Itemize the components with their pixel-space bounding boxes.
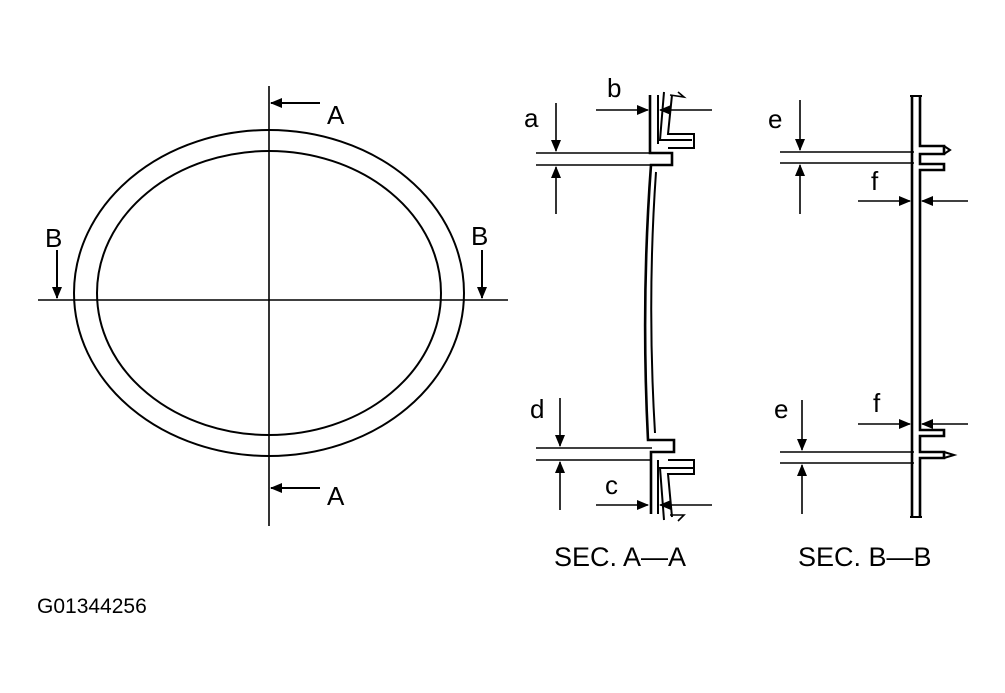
section-aa-dim-c-label: c bbox=[605, 470, 618, 500]
section-aa-dim-b-label: b bbox=[607, 73, 621, 103]
section-bb-dim-f-top-label: f bbox=[871, 166, 879, 196]
section-aa-lower-tab bbox=[670, 514, 686, 522]
section-bb: e f f e SEC. B—B bbox=[768, 95, 968, 572]
section-bb-dim-e-top-label: e bbox=[768, 104, 782, 134]
section-bb-upper-flange-tip bbox=[943, 145, 952, 155]
section-a-bottom-label: A bbox=[327, 481, 345, 511]
section-aa-upper-lip bbox=[658, 91, 695, 149]
section-bb-dim-f-bottom-label: f bbox=[873, 388, 881, 418]
section-aa-upper-tab bbox=[669, 91, 687, 99]
section-bb-lower-flange-tip bbox=[943, 451, 958, 459]
section-bb-caption: SEC. B—B bbox=[798, 542, 932, 572]
figure-id: G01344256 bbox=[37, 595, 147, 618]
section-b-left-label: B bbox=[45, 223, 62, 253]
section-aa-wall-profile bbox=[643, 95, 676, 514]
section-b-right-label: B bbox=[471, 221, 488, 251]
section-bb-wall-profile bbox=[910, 96, 946, 516]
section-aa-dim-d-label: d bbox=[530, 394, 544, 424]
section-aa-wall-inner bbox=[650, 95, 659, 514]
plan-view: A A B B bbox=[38, 86, 508, 526]
section-bb-dim-e-bottom-label: e bbox=[774, 394, 788, 424]
section-a-top-label: A bbox=[327, 100, 345, 130]
section-aa-lower-lip bbox=[658, 459, 695, 521]
section-aa: a b d c SEC. A—A bbox=[524, 73, 712, 572]
section-aa-dim-a-label: a bbox=[524, 103, 539, 133]
section-aa-caption: SEC. A—A bbox=[554, 542, 686, 572]
